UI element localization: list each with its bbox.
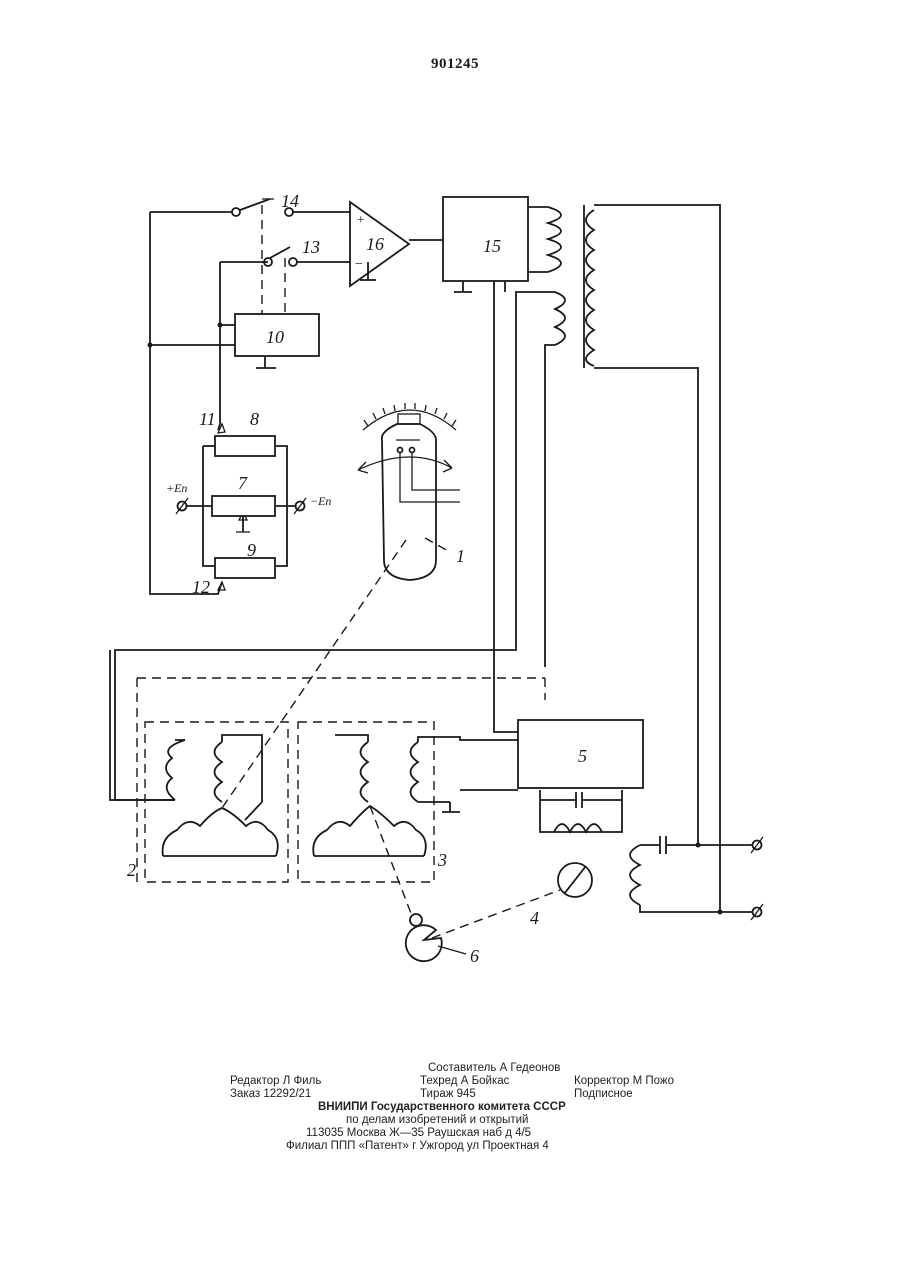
colophon-order: Заказ 12292/21 — [230, 1088, 311, 1101]
colophon-techred: Техред А Бойкас — [420, 1075, 509, 1088]
label-13: 13 — [302, 237, 320, 257]
pendulum-sensor-1 — [358, 403, 460, 580]
label-5: 5 — [578, 746, 587, 766]
selsyn-2 — [145, 722, 288, 882]
label-16: 16 — [366, 234, 384, 254]
switch-13 — [264, 247, 297, 266]
selsyn-3 — [298, 722, 518, 882]
output-circuit — [630, 836, 763, 920]
label-3: 3 — [437, 850, 447, 870]
resistor-9 — [215, 558, 275, 578]
resistor-8 — [215, 436, 275, 456]
resistor-7 — [212, 496, 275, 516]
capacitor-filter-5 — [540, 790, 622, 832]
label-14: 14 — [281, 191, 299, 211]
label-2: 2 — [127, 860, 136, 880]
terminal-plus-ep — [176, 498, 188, 514]
label-minus: − — [354, 257, 363, 272]
colophon-circulation: Тираж 945 — [420, 1088, 476, 1101]
label-8: 8 — [250, 409, 259, 429]
colophon-subscription: Подписное — [574, 1088, 633, 1101]
label-4: 4 — [530, 908, 539, 928]
label-plus-ep: +Eп — [166, 481, 187, 495]
colophon-branch: Филиал ППП «Патент» г Ужгород ул Проектн… — [286, 1140, 549, 1153]
terminal-minus-ep — [294, 498, 306, 514]
label-12: 12 — [192, 577, 210, 597]
colophon-org-line2: по делам изобретений и открытий — [346, 1114, 528, 1127]
label-6: 6 — [470, 946, 479, 966]
label-1: 1 — [456, 546, 465, 566]
colophon-compiler: Составитель А Гедеонов — [428, 1062, 560, 1075]
label-9: 9 — [247, 540, 256, 560]
label-11: 11 — [199, 409, 216, 429]
colophon-editor: Редактор Л Филь — [230, 1075, 321, 1088]
colophon-corrector: Корректор М Пожо — [574, 1075, 674, 1088]
label-7: 7 — [238, 473, 248, 493]
colophon-address: 113035 Москва Ж—35 Раушская наб д 4/5 — [306, 1127, 531, 1140]
control-wiring — [150, 212, 350, 594]
label-plus: + — [356, 213, 365, 228]
motor-6 — [406, 914, 466, 961]
colophon-org-line1: ВНИИПИ Государственного комитета СССР — [318, 1101, 566, 1114]
label-15: 15 — [483, 236, 501, 256]
label-10: 10 — [266, 327, 284, 347]
label-minus-ep: −Eп — [310, 494, 331, 508]
